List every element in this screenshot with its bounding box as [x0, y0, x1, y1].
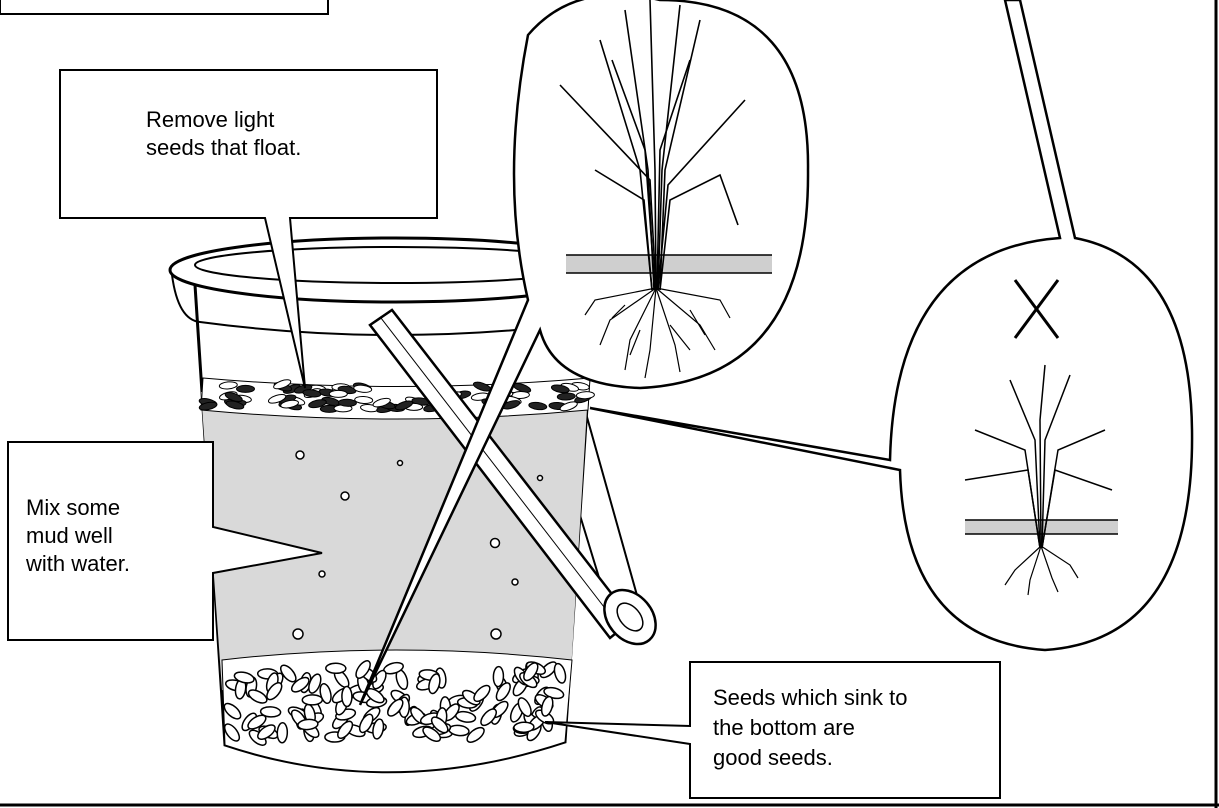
top-left-box-fragment	[0, 0, 328, 14]
callout-sink-text: Seeds which sink to the bottom are good …	[713, 683, 907, 773]
callout-mud-text: Mix some mud well with water.	[26, 494, 130, 578]
callout-float-text: Remove light seeds that float.	[146, 106, 301, 162]
floating-seed	[237, 385, 255, 392]
sunken-seed	[260, 706, 280, 717]
floating-seed	[338, 399, 356, 407]
sunken-seed	[277, 723, 288, 743]
sunken-seed	[514, 722, 534, 733]
floating-seed	[329, 390, 347, 397]
sunken-seed	[342, 686, 352, 706]
sunken-seed	[493, 666, 504, 686]
sunken-seed	[326, 663, 346, 673]
sunken-seed	[302, 695, 322, 705]
